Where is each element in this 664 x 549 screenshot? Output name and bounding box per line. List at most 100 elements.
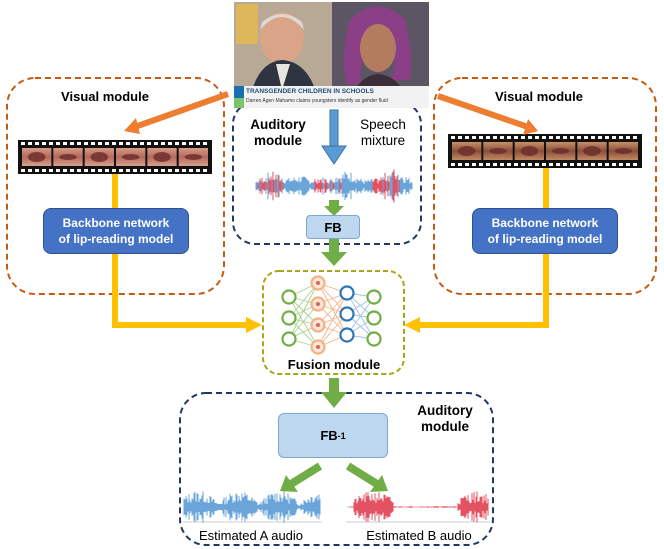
arrow-fb-to-fusion: [321, 238, 347, 266]
lip-mouth: [457, 146, 476, 156]
visual-module-right-border: [433, 77, 657, 295]
film-sprocket: [612, 136, 616, 139]
lip-mouth: [489, 148, 507, 154]
film-strip-left: [18, 140, 212, 174]
film-sprocket: [479, 163, 483, 166]
film-sprocket: [126, 169, 130, 172]
film-sprocket: [49, 142, 53, 145]
film-sprocket: [584, 136, 588, 139]
film-sprocket: [507, 136, 511, 139]
backbone-box-right: Backbone network of lip-reading model: [472, 208, 618, 254]
nn-node: [366, 331, 382, 347]
film-sprocket: [56, 169, 60, 172]
visual-module-right-title: Visual module: [495, 89, 583, 104]
auditory-bottom-title: Auditory module: [405, 403, 485, 435]
speech-mixture-label: Speech mixture: [348, 117, 418, 149]
film-sprocket: [42, 169, 46, 172]
lip-mouth: [90, 152, 109, 162]
fusion-module-border: [262, 270, 405, 375]
speech-mixture-waveform: [255, 169, 413, 203]
fb-box: FB: [306, 215, 360, 239]
film-sprocket: [598, 163, 602, 166]
film-sprocket: [140, 142, 144, 145]
fusion-neural-network: [281, 275, 382, 355]
lip-mouth: [59, 154, 77, 160]
auditory-top-title-line2: module: [253, 133, 302, 148]
film-sprocket: [196, 142, 200, 145]
auditory-bottom-title-line2: module: [420, 419, 469, 434]
arrow-video-to-visual-right: [437, 93, 538, 135]
film-sprocket: [189, 169, 193, 172]
nn-edge: [346, 296, 375, 336]
film-sprocket: [168, 169, 172, 172]
film-sprocket: [126, 142, 130, 145]
film-sprocket: [486, 136, 490, 139]
film-sprocket: [119, 142, 123, 145]
visual-module-left-title: Visual module: [61, 89, 149, 104]
lip-mouth: [614, 148, 633, 154]
film-sprocket: [500, 136, 504, 139]
speech-mixture-line2: mixture: [360, 133, 406, 148]
film-sprocket: [91, 169, 95, 172]
film-sprocket: [161, 142, 165, 145]
news-photo: [234, 2, 429, 108]
arrow-visual-right-to-fusion: [404, 168, 549, 333]
film-sprocket: [154, 169, 158, 172]
backbone-left-line2: of lip-reading model: [58, 232, 174, 246]
film-sprocket: [98, 169, 102, 172]
nn-node-core: [316, 302, 320, 306]
film-sprocket: [84, 142, 88, 145]
film-sprocket: [458, 136, 462, 139]
arrow-wave-to-fb: [324, 200, 344, 216]
nn-node: [281, 289, 297, 305]
estimated-b-label: Estimated B audio: [366, 528, 472, 543]
film-sprocket: [196, 169, 200, 172]
fb-inverse-sup: -1: [337, 430, 346, 441]
nn-node-core: [316, 281, 320, 285]
lip-mouth: [121, 154, 140, 160]
backbone-left-line1: Backbone network: [62, 216, 170, 230]
film-sprocket: [570, 163, 574, 166]
auditory-top-title-line1: Auditory: [250, 117, 306, 132]
backbone-box-left: Backbone network of lip-reading model: [43, 208, 189, 254]
film-sprocket: [626, 136, 630, 139]
lip-mouth: [153, 152, 171, 162]
film-sprocket: [21, 169, 25, 172]
film-sprocket: [77, 142, 81, 145]
fb-inverse-label: FB: [320, 428, 338, 443]
film-sprocket: [154, 142, 158, 145]
film-sprocket: [514, 163, 518, 166]
film-sprocket: [563, 163, 567, 166]
arrow-fbinv-to-output-a: [280, 462, 323, 492]
film-sprocket: [549, 163, 553, 166]
film-sprocket: [486, 163, 490, 166]
lip-mouth: [551, 148, 570, 154]
film-sprocket: [591, 163, 595, 166]
auditory-top-title: Auditory module: [243, 117, 313, 149]
film-sprocket: [182, 169, 186, 172]
film-sprocket: [133, 169, 137, 172]
film-sprocket: [105, 142, 109, 145]
arrow-visual-left-to-fusion: [112, 174, 262, 333]
film-sprocket: [28, 142, 32, 145]
nn-node: [281, 331, 297, 347]
auditory-bottom-title-line1: Auditory: [417, 403, 473, 418]
film-sprocket: [84, 169, 88, 172]
estimated-a-waveform: [183, 491, 321, 523]
film-sprocket: [175, 169, 179, 172]
film-sprocket: [521, 136, 525, 139]
film-sprocket: [570, 136, 574, 139]
fb-inverse-box: FB-1: [278, 413, 388, 458]
film-sprocket: [35, 169, 39, 172]
film-sprocket: [98, 142, 102, 145]
film-sprocket: [472, 163, 476, 166]
film-sprocket: [112, 142, 116, 145]
film-sprocket: [521, 163, 525, 166]
film-sprocket: [633, 136, 637, 139]
film-sprocket: [168, 142, 172, 145]
film-sprocket: [112, 169, 116, 172]
film-sprocket: [203, 169, 207, 172]
film-strip-right: [448, 134, 642, 168]
film-sprocket: [528, 163, 532, 166]
